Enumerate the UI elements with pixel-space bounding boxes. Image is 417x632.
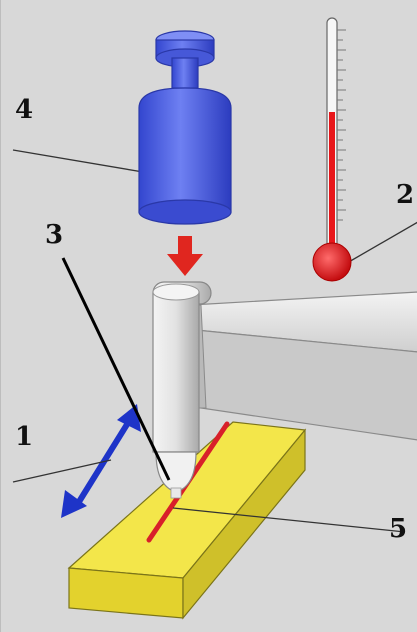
motion-arrow-icon	[61, 404, 141, 518]
leader-line-1	[12, 459, 112, 483]
callout-label-5: 5	[389, 514, 408, 544]
load-arrow-icon	[167, 236, 203, 276]
callout-label-1: 1	[15, 422, 34, 452]
callout-label-2: 2	[396, 180, 415, 210]
thermometer-icon	[312, 17, 352, 282]
support-beam	[190, 291, 417, 441]
callout-label-3: 3	[45, 220, 64, 250]
indenter-rod	[152, 281, 212, 499]
weight-icon	[138, 30, 232, 225]
leader-line-2	[346, 221, 417, 264]
leader-line-3	[61, 257, 171, 481]
callout-label-4: 4	[15, 95, 34, 125]
specimen-block	[67, 421, 307, 620]
leader-line-5	[172, 507, 406, 533]
leader-line-4	[12, 149, 144, 173]
